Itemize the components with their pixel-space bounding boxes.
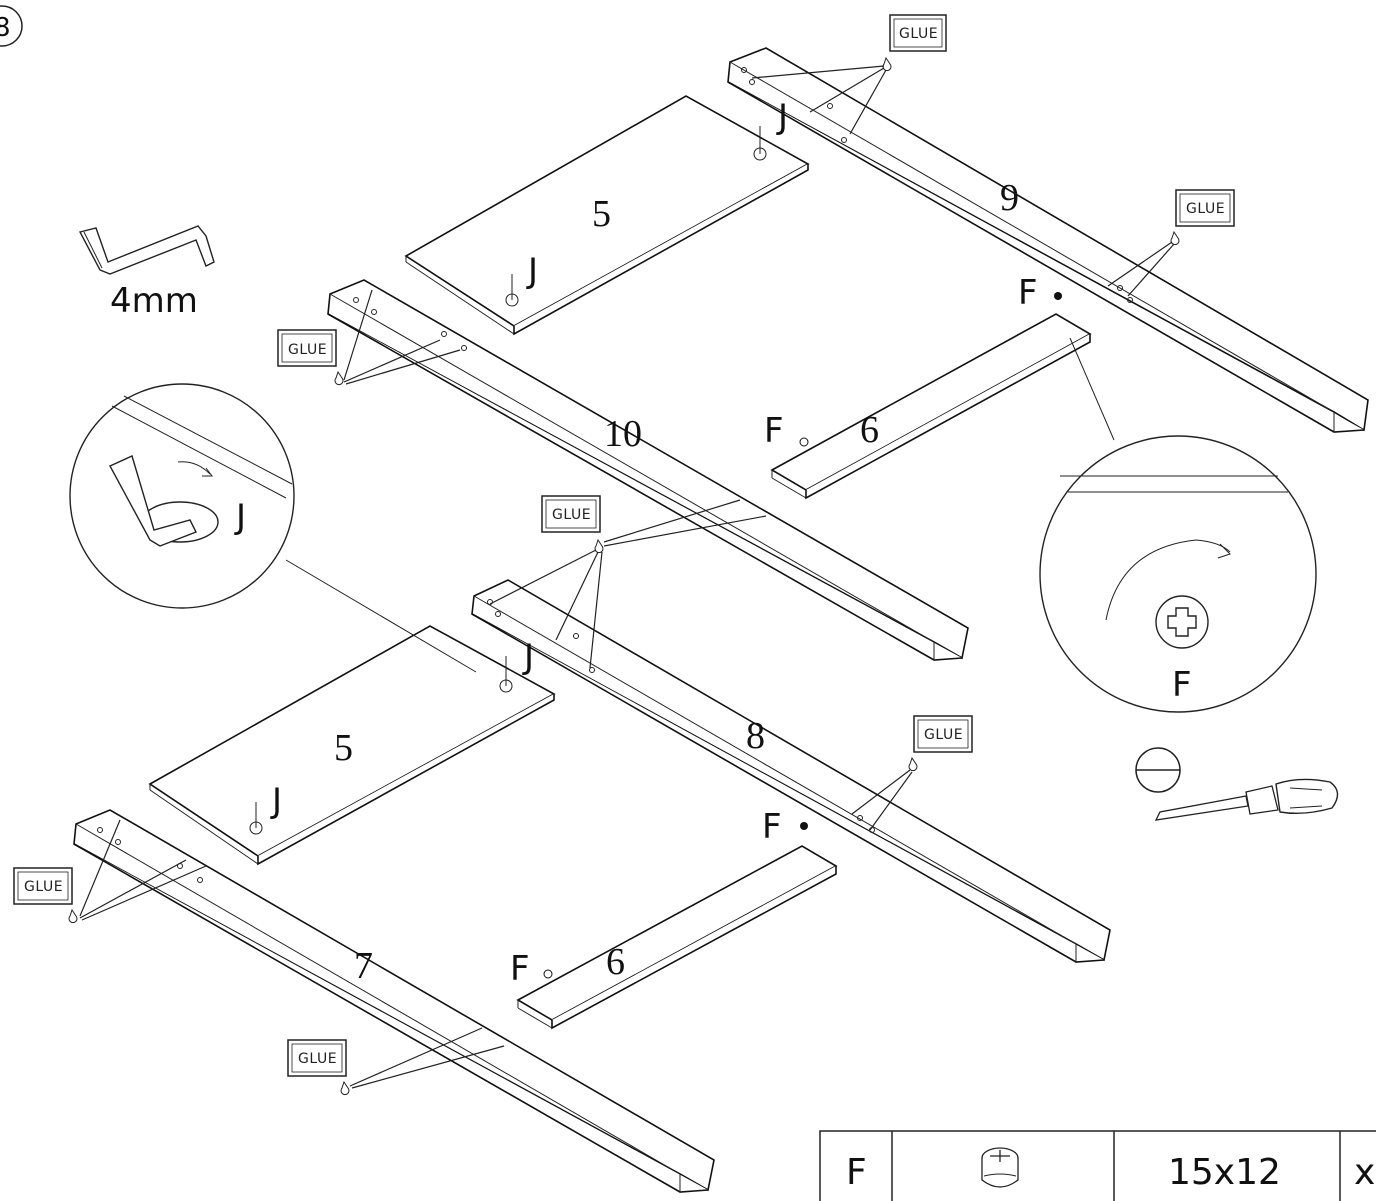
- glue-label: GLUE: [298, 1051, 337, 1067]
- rail-10: 10: [327, 279, 969, 661]
- glue-callout-5: GLUE: [851, 715, 973, 831]
- part-label-5-bottom: 5: [334, 727, 353, 769]
- glue-label: GLUE: [1186, 201, 1225, 217]
- tool-size-label: 4mm: [110, 281, 198, 321]
- glue-label: GLUE: [24, 879, 63, 895]
- legend-size: 15x12: [1168, 1152, 1281, 1193]
- glue-label: GLUE: [552, 507, 591, 523]
- cam-lock-label-4: F: [762, 807, 782, 847]
- legend-code: F: [846, 1152, 867, 1193]
- cam-bolt-label-2: J: [776, 97, 788, 137]
- allen-key-icon: 4mm: [78, 225, 215, 321]
- glue-callout-3: GLUE: [277, 289, 461, 386]
- legend-qty: x: [1354, 1152, 1375, 1193]
- cam-lock-icon: [1155, 595, 1209, 649]
- rail-9: 9: [727, 47, 1369, 433]
- step-badge: 8: [0, 5, 23, 47]
- part-label-8: 8: [746, 715, 765, 757]
- flathead-screw-icon: [1135, 747, 1181, 793]
- cam-bolt-label-1: J: [526, 251, 538, 291]
- part-label-9: 9: [1000, 177, 1019, 219]
- cam-lock-label-2: F: [1018, 273, 1038, 313]
- glue-callout-6: GLUE: [13, 819, 207, 924]
- cam-bolt-label-3: J: [270, 781, 282, 821]
- short-6-bottom: 6 F F: [510, 807, 838, 1030]
- glue-callout-2: GLUE: [1107, 189, 1235, 297]
- glue-label: GLUE: [899, 26, 938, 42]
- glue-callout-1: GLUE: [751, 14, 947, 135]
- glue-callout-4: GLUE: [489, 495, 767, 669]
- glue-label: GLUE: [924, 727, 963, 743]
- rail-7: 7: [73, 809, 715, 1193]
- short-6-top: 6 F F: [764, 273, 1092, 500]
- detail-cam-lock-label: F: [1172, 665, 1192, 705]
- cam-bolt-label-4: J: [522, 637, 534, 677]
- detail-cam-bolt-label: J: [234, 497, 246, 537]
- hardware-legend: F 15x12 x: [819, 1130, 1376, 1201]
- part-label-10: 10: [604, 413, 642, 455]
- detail-cam-bolt: J: [69, 383, 477, 673]
- cam-lock-label-3: F: [510, 949, 530, 989]
- glue-label: GLUE: [288, 342, 327, 358]
- part-label-6-bottom: 6: [606, 941, 625, 983]
- cam-lock-label-1: F: [764, 411, 784, 451]
- step-number: 8: [0, 13, 11, 43]
- rail-8: 8: [471, 579, 1111, 963]
- glue-callout-7: GLUE: [287, 1027, 505, 1096]
- part-label-5-top: 5: [592, 193, 611, 235]
- screwdriver-icon: [1154, 778, 1339, 821]
- panel-5-top: 5 J J: [404, 95, 810, 336]
- cam-lock-part-icon: [981, 1147, 1019, 1188]
- part-label-6-top: 6: [860, 409, 879, 451]
- detail-cam-lock: F: [1039, 337, 1317, 713]
- part-label-7: 7: [354, 945, 373, 987]
- panel-5-bottom: 5 J J: [148, 625, 556, 866]
